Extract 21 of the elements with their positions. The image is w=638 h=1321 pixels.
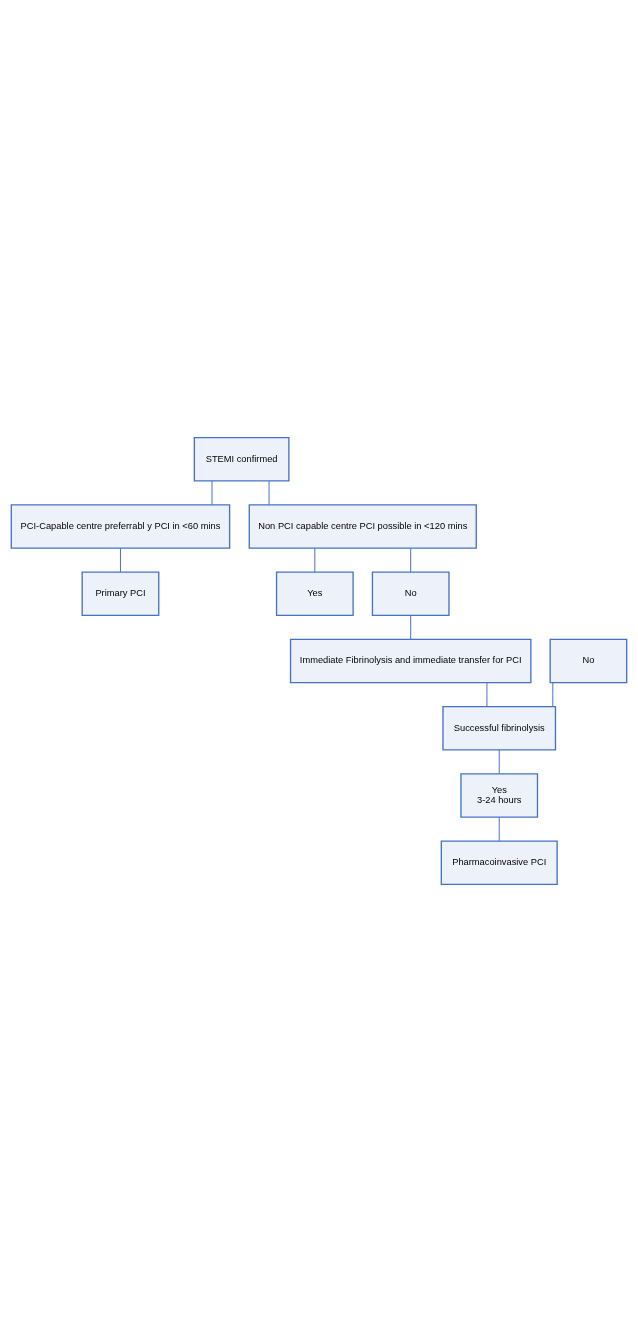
node-box: No (371, 570, 450, 616)
node-box: Yes 3-24 hours (460, 772, 539, 818)
node-box: Non PCI capable centre PCI possible in <120 mins (248, 503, 477, 549)
connector (486, 681, 488, 707)
connector (268, 479, 270, 505)
node-box: PCI-Capable centre preferrabl y PCI in <60 mins (10, 503, 231, 549)
node-box: Yes (275, 570, 354, 616)
connector (498, 748, 500, 774)
node-box: Immediate Fibrinolysis and immediate transfer for PCI (289, 638, 532, 683)
connector (119, 547, 121, 572)
connector (410, 614, 412, 640)
connector (314, 547, 316, 572)
node-box: Successful fibrinolysis (442, 705, 557, 751)
node-box: Pharmacoinvasive PCI (440, 839, 558, 885)
connector (211, 479, 213, 505)
node-box: No (549, 638, 628, 683)
connector (410, 547, 412, 572)
node-box: Primary PCI (81, 570, 160, 616)
connector (498, 816, 500, 841)
connector (552, 681, 554, 707)
node-box: STEMI confirmed (193, 436, 290, 482)
